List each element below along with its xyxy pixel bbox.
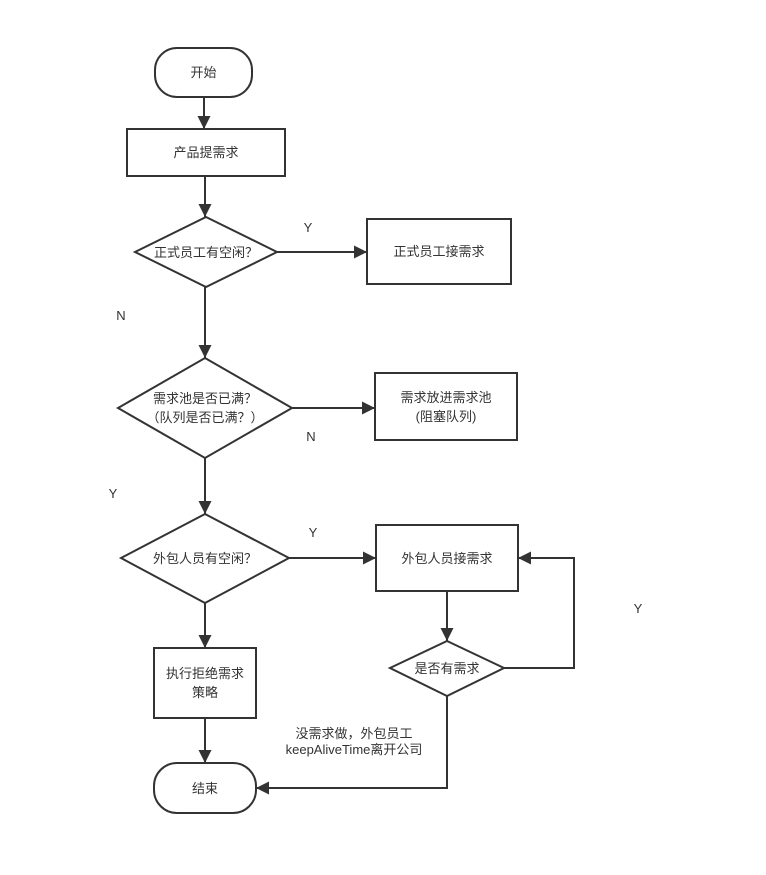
edge-has-requirement-yes-loop bbox=[504, 551, 575, 669]
node-regular-take-shape bbox=[366, 218, 512, 285]
node-pool-put-shape bbox=[374, 372, 518, 441]
node-product-shape bbox=[126, 128, 286, 177]
node-end-shape bbox=[153, 762, 257, 814]
edge-has-requirement-no-to-end bbox=[256, 696, 448, 795]
node-outsource-free-decision-shape bbox=[118, 512, 292, 605]
node-reject-policy-shape bbox=[153, 647, 257, 719]
node-regular-free-decision-shape bbox=[132, 215, 280, 289]
node-has-requirement-decision-shape bbox=[387, 639, 507, 698]
node-start-shape bbox=[154, 47, 253, 98]
node-pool-full-decision-shape bbox=[115, 356, 295, 460]
node-outsource-take-shape bbox=[375, 524, 519, 592]
